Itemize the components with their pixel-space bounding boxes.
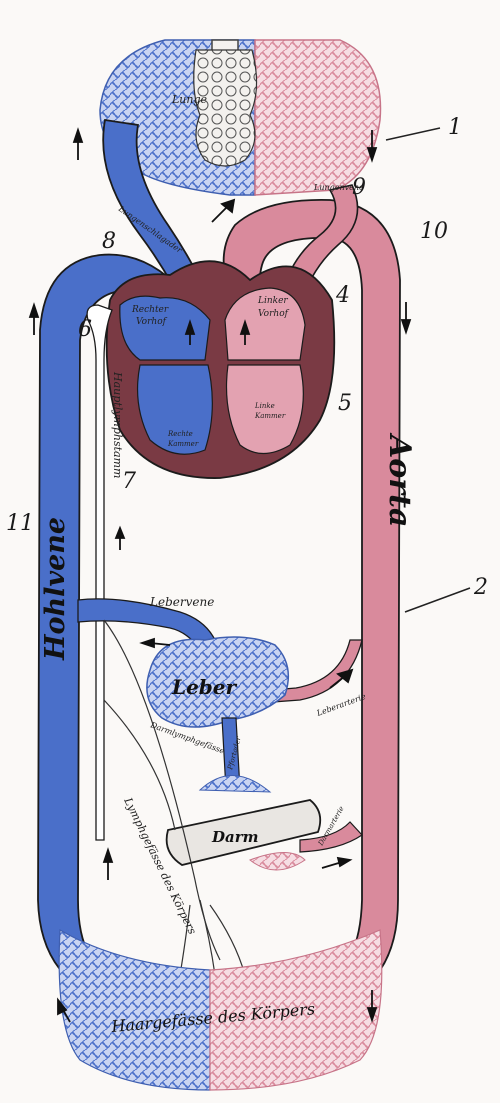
label-right-atrium-2: Vorhof xyxy=(136,317,168,327)
label-left-ventricle-2: Kammer xyxy=(254,412,286,420)
number-1: 1 xyxy=(448,115,462,140)
intestinal-capillaries-venous xyxy=(200,775,270,792)
number-2: 2 xyxy=(473,575,488,600)
number-6: 6 xyxy=(78,317,92,342)
label-right-ventricle-1: Rechte xyxy=(167,430,193,438)
number-7: 7 xyxy=(122,469,136,494)
arrow-icon xyxy=(322,858,350,868)
main-lymph-duct xyxy=(87,305,112,840)
lung-alveoli xyxy=(194,50,257,166)
heart xyxy=(107,261,335,478)
arrow-icon xyxy=(212,200,234,222)
label-main-lymph-duct: Hauptlymphstamm xyxy=(111,371,124,478)
number-9: 9 xyxy=(352,175,366,200)
arrow-icon xyxy=(104,850,112,880)
number-10: 10 xyxy=(420,219,448,244)
arrow-icon xyxy=(74,130,82,160)
intestinal-capillaries-arterial xyxy=(250,853,305,871)
number-11: 11 xyxy=(6,511,34,536)
arrow-icon xyxy=(142,639,170,647)
arrow-icon xyxy=(116,528,124,550)
number-4: 4 xyxy=(335,283,350,308)
lung-capillaries-arterial xyxy=(255,40,381,195)
arrow-icon xyxy=(402,302,410,332)
label-left-atrium-1: Linker xyxy=(257,296,288,306)
label-vena-cava: Hohlvene xyxy=(40,517,71,661)
label-aorta: Aorta xyxy=(382,432,417,527)
label-left-atrium-2: Vorhof xyxy=(258,309,290,319)
label-lung: Lunge xyxy=(171,93,208,106)
label-liver: Leber xyxy=(171,675,237,699)
number-8: 8 xyxy=(102,229,116,254)
label-left-ventricle-1: Linke xyxy=(254,402,275,410)
label-body-lymph: Lymphgefässe des Körpers xyxy=(121,795,199,937)
number-5: 5 xyxy=(338,391,352,416)
label-hepatic-artery: Leberarterie xyxy=(315,692,368,718)
arrow-icon xyxy=(30,305,38,335)
label-right-ventricle-2: Kammer xyxy=(167,440,199,448)
label-hepatic-vein: Lebervene xyxy=(149,595,214,609)
label-intestine: Darm xyxy=(211,828,259,846)
label-right-atrium-1: Rechter xyxy=(131,305,169,315)
